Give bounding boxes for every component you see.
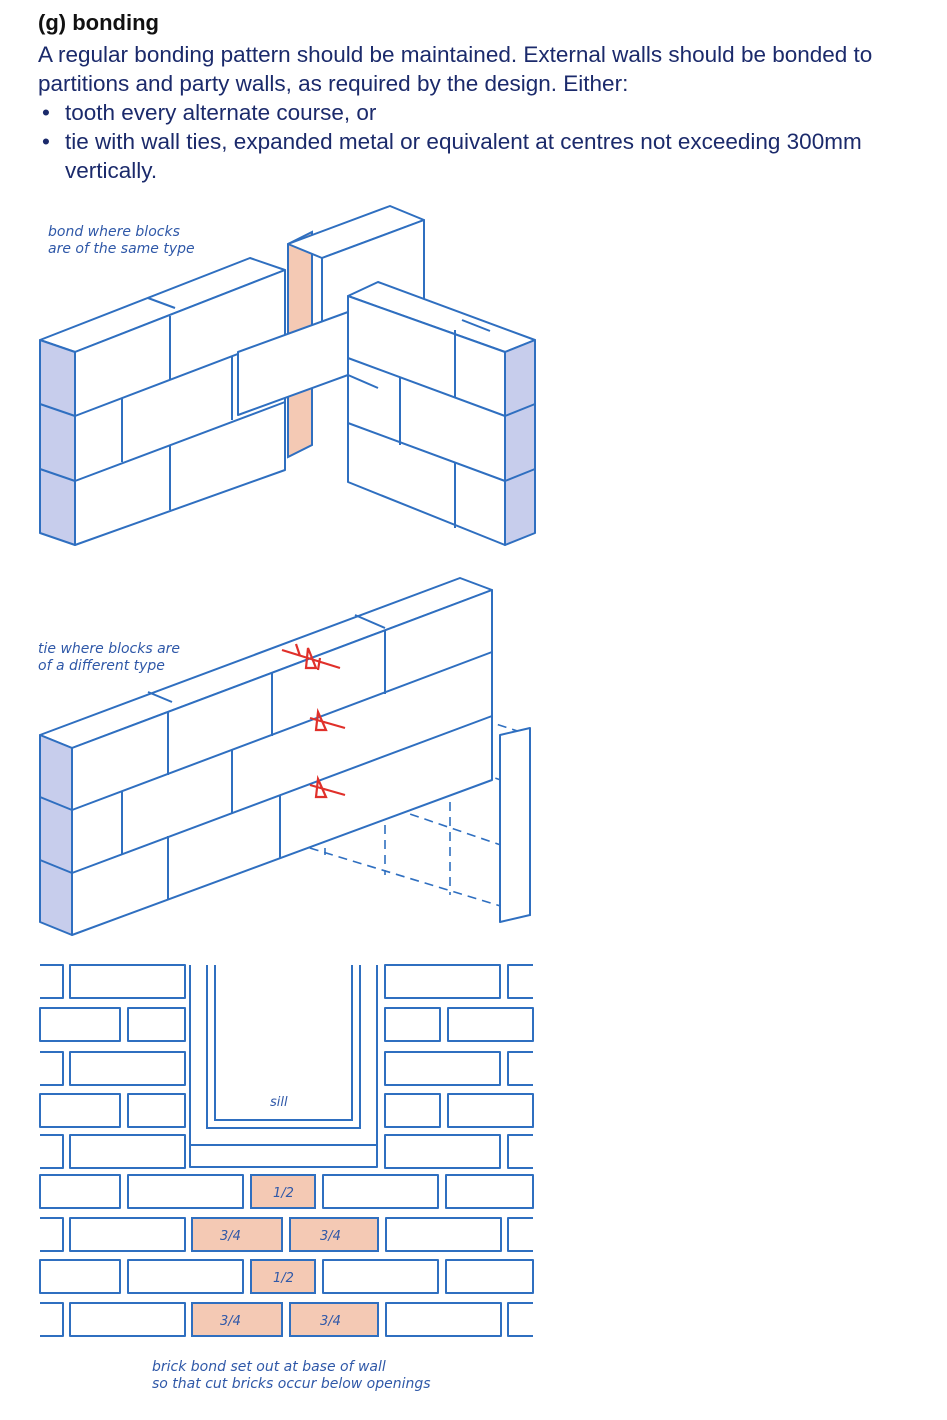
cut-brick-half (250, 1259, 316, 1294)
cut-label-half: 1/2 (273, 1186, 294, 1201)
bonded-wall-diagram: bond where blocks are of the same type (39, 205, 536, 546)
cut-brick-three-quarter (289, 1302, 379, 1337)
intro-paragraph: A regular bonding pattern should be main… (38, 42, 873, 96)
figure2-caption-line2: of a different type (38, 658, 165, 674)
return-wall-end (504, 339, 536, 546)
cut-label-three-quarter: 3/4 (320, 1229, 341, 1244)
bullet-tie: tie with wall ties, expanded metal or eq… (38, 127, 943, 185)
figure1-caption-line1: bond where blocks (48, 224, 180, 240)
sill-label: sill (270, 1095, 288, 1110)
figure1-caption-line2: are of the same type (48, 241, 195, 257)
cut-label-half: 1/2 (273, 1271, 294, 1286)
left-brick-courses (39, 964, 186, 1169)
cut-brick-half (250, 1174, 316, 1209)
right-brick-courses (384, 964, 534, 1169)
cut-label-three-quarter: 3/4 (220, 1314, 241, 1329)
window-opening (189, 965, 378, 1168)
section-heading: (g) bonding (38, 10, 159, 35)
tied-wall-end (39, 734, 73, 936)
cut-brick-three-quarter (191, 1302, 283, 1337)
cut-brick-three-quarter (191, 1217, 283, 1252)
figure3-caption-line2: so that cut bricks occur below openings (152, 1376, 431, 1392)
wall-tie-icon (309, 707, 346, 732)
bonding-options-list: tooth every alternate course, or tie wit… (38, 98, 943, 185)
wall-tie-icon (281, 643, 341, 671)
bullet-tooth: tooth every alternate course, or (38, 98, 943, 127)
tied-wall-diagram: tie where blocks are of a different type (38, 577, 531, 936)
cut-label-three-quarter: 3/4 (220, 1229, 241, 1244)
figure3-caption-line1: brick bond set out at base of wall (152, 1359, 386, 1375)
cut-brick-three-quarter (289, 1217, 379, 1252)
figure2-caption-line1: tie where blocks are (38, 641, 180, 657)
brick-bond-elevation: sill (39, 964, 534, 1392)
wall-tie-icon (309, 774, 346, 799)
cut-label-three-quarter: 3/4 (320, 1314, 341, 1329)
below-opening-courses (39, 1174, 534, 1337)
main-wall-end (39, 339, 76, 546)
